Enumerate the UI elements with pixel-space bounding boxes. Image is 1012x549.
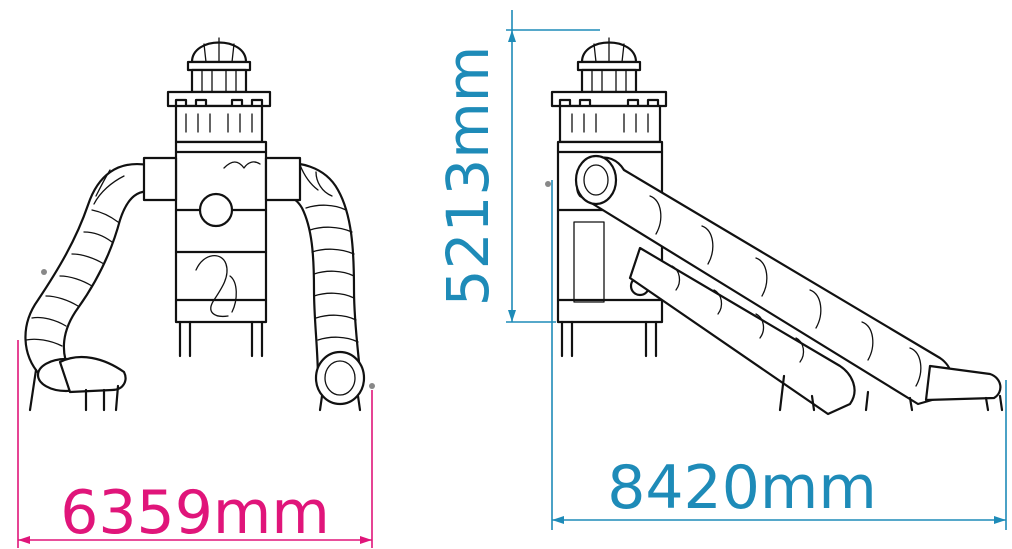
right-tube-slide — [262, 161, 375, 412]
side-width-dimension: 8420mm — [551, 180, 1007, 530]
side-width-label: 8420mm — [607, 453, 877, 523]
side-lower-tube — [628, 246, 856, 416]
front-view — [24, 37, 375, 412]
side-upper-tube — [574, 154, 1004, 412]
side-height-label: 5213mm — [434, 46, 502, 307]
front-tower — [142, 37, 302, 358]
front-width-label: 6359mm — [60, 478, 330, 548]
front-width-dimension: 6359mm — [17, 340, 373, 548]
left-tube-slide — [24, 162, 152, 412]
side-height-dimension: 5213mm — [434, 10, 600, 323]
side-view — [545, 37, 1004, 416]
